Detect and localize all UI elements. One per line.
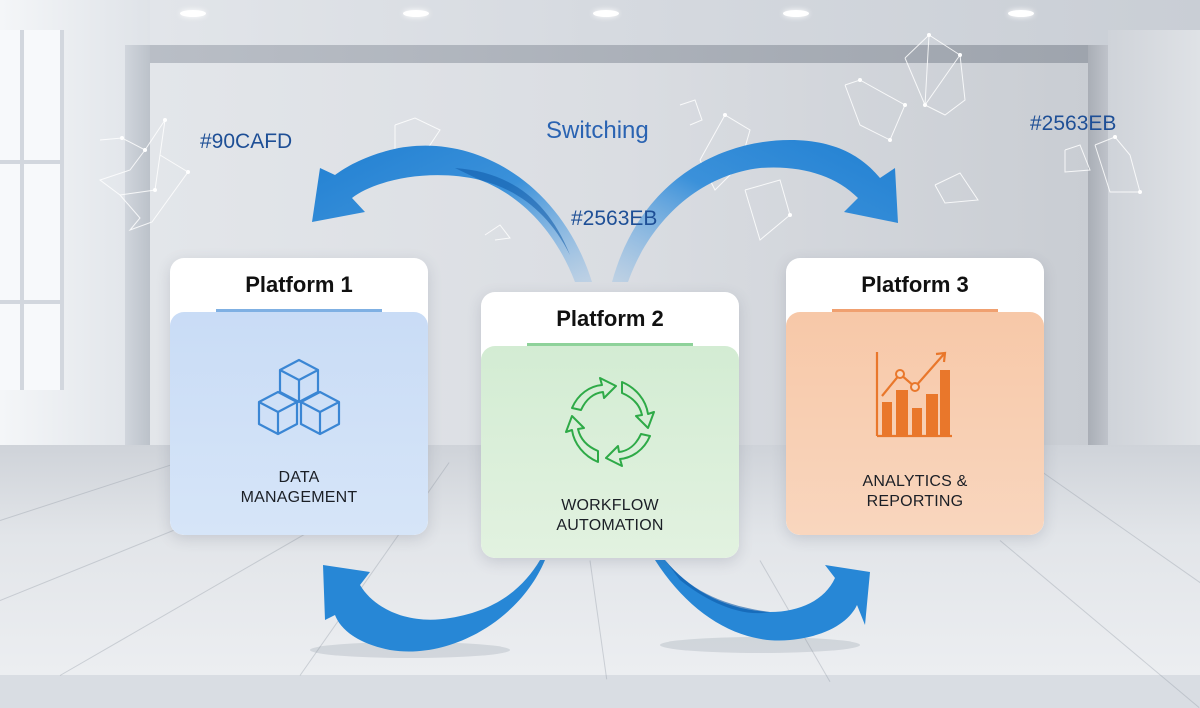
- platform-title: Platform 2: [556, 306, 664, 331]
- switch-arrow-bottom-left: [310, 560, 545, 658]
- window-frame: [0, 300, 60, 304]
- diagram-title: Switching: [546, 117, 649, 144]
- ceiling-light: [403, 10, 429, 17]
- header-accent-line: [527, 343, 693, 346]
- window: [0, 30, 64, 390]
- ceiling-light: [593, 10, 619, 17]
- platform-title: Platform 1: [245, 272, 353, 297]
- description-line: ANALYTICS &: [862, 473, 968, 490]
- platform-title: Platform 3: [861, 272, 969, 297]
- bar-chart-trend-icon: [875, 351, 952, 438]
- window-frame: [20, 30, 24, 390]
- color-label-center: #2563EB: [571, 207, 658, 230]
- cubes-icon: [257, 358, 341, 436]
- ceiling-light: [180, 10, 206, 17]
- ceiling-light: [1008, 10, 1034, 17]
- platform-card-header: Platform 1: [170, 258, 428, 312]
- right-wall: [1108, 30, 1200, 460]
- color-label-left: #90CAFD: [200, 130, 293, 153]
- diagram-graphics: [98, 33, 1142, 658]
- switch-arrow-top-right: [612, 140, 898, 282]
- right-pillar: [1088, 45, 1108, 445]
- color-label-right: #2563EB: [1030, 112, 1117, 135]
- platform-card-header: Platform 2: [481, 292, 739, 346]
- left-pillar: [125, 45, 150, 465]
- description-line: REPORTING: [866, 493, 964, 510]
- switch-arrow-bottom-right: [655, 560, 870, 653]
- platform-description: WORKFLOW AUTOMATION: [481, 496, 739, 536]
- platform-card-1[interactable]: Platform 1 DATA MANAGEMENT: [170, 258, 428, 535]
- platform-card-body: ANALYTICS & REPORTING: [786, 312, 1044, 535]
- description-line: MANAGEMENT: [240, 489, 358, 506]
- description-line: AUTOMATION: [556, 517, 664, 534]
- description-line: WORKFLOW: [561, 497, 659, 514]
- header-accent-line: [832, 309, 998, 312]
- ceiling-beam: [150, 45, 1090, 63]
- platform-description: DATA MANAGEMENT: [170, 468, 428, 508]
- platform-card-2[interactable]: Platform 2 WORKFLOW AUTOMATION: [481, 292, 739, 558]
- ceiling: [0, 0, 1200, 48]
- header-accent-line: [216, 309, 382, 312]
- platform-card-body: WORKFLOW AUTOMATION: [481, 346, 739, 558]
- platform-card-body: DATA MANAGEMENT: [170, 312, 428, 535]
- network-nodes: [120, 33, 1142, 217]
- network-decoration: [98, 34, 1141, 241]
- switch-arrow-top-left: [312, 145, 592, 282]
- platform-card-3[interactable]: Platform 3 ANALYTICS & REPORTING: [786, 258, 1044, 535]
- platform-card-header: Platform 3: [786, 258, 1044, 312]
- platform-description: ANALYTICS & REPORTING: [786, 472, 1044, 512]
- window-frame: [0, 160, 60, 164]
- cycle-arrows-icon: [565, 377, 655, 467]
- description-line: DATA: [278, 469, 320, 486]
- ceiling-light: [783, 10, 809, 17]
